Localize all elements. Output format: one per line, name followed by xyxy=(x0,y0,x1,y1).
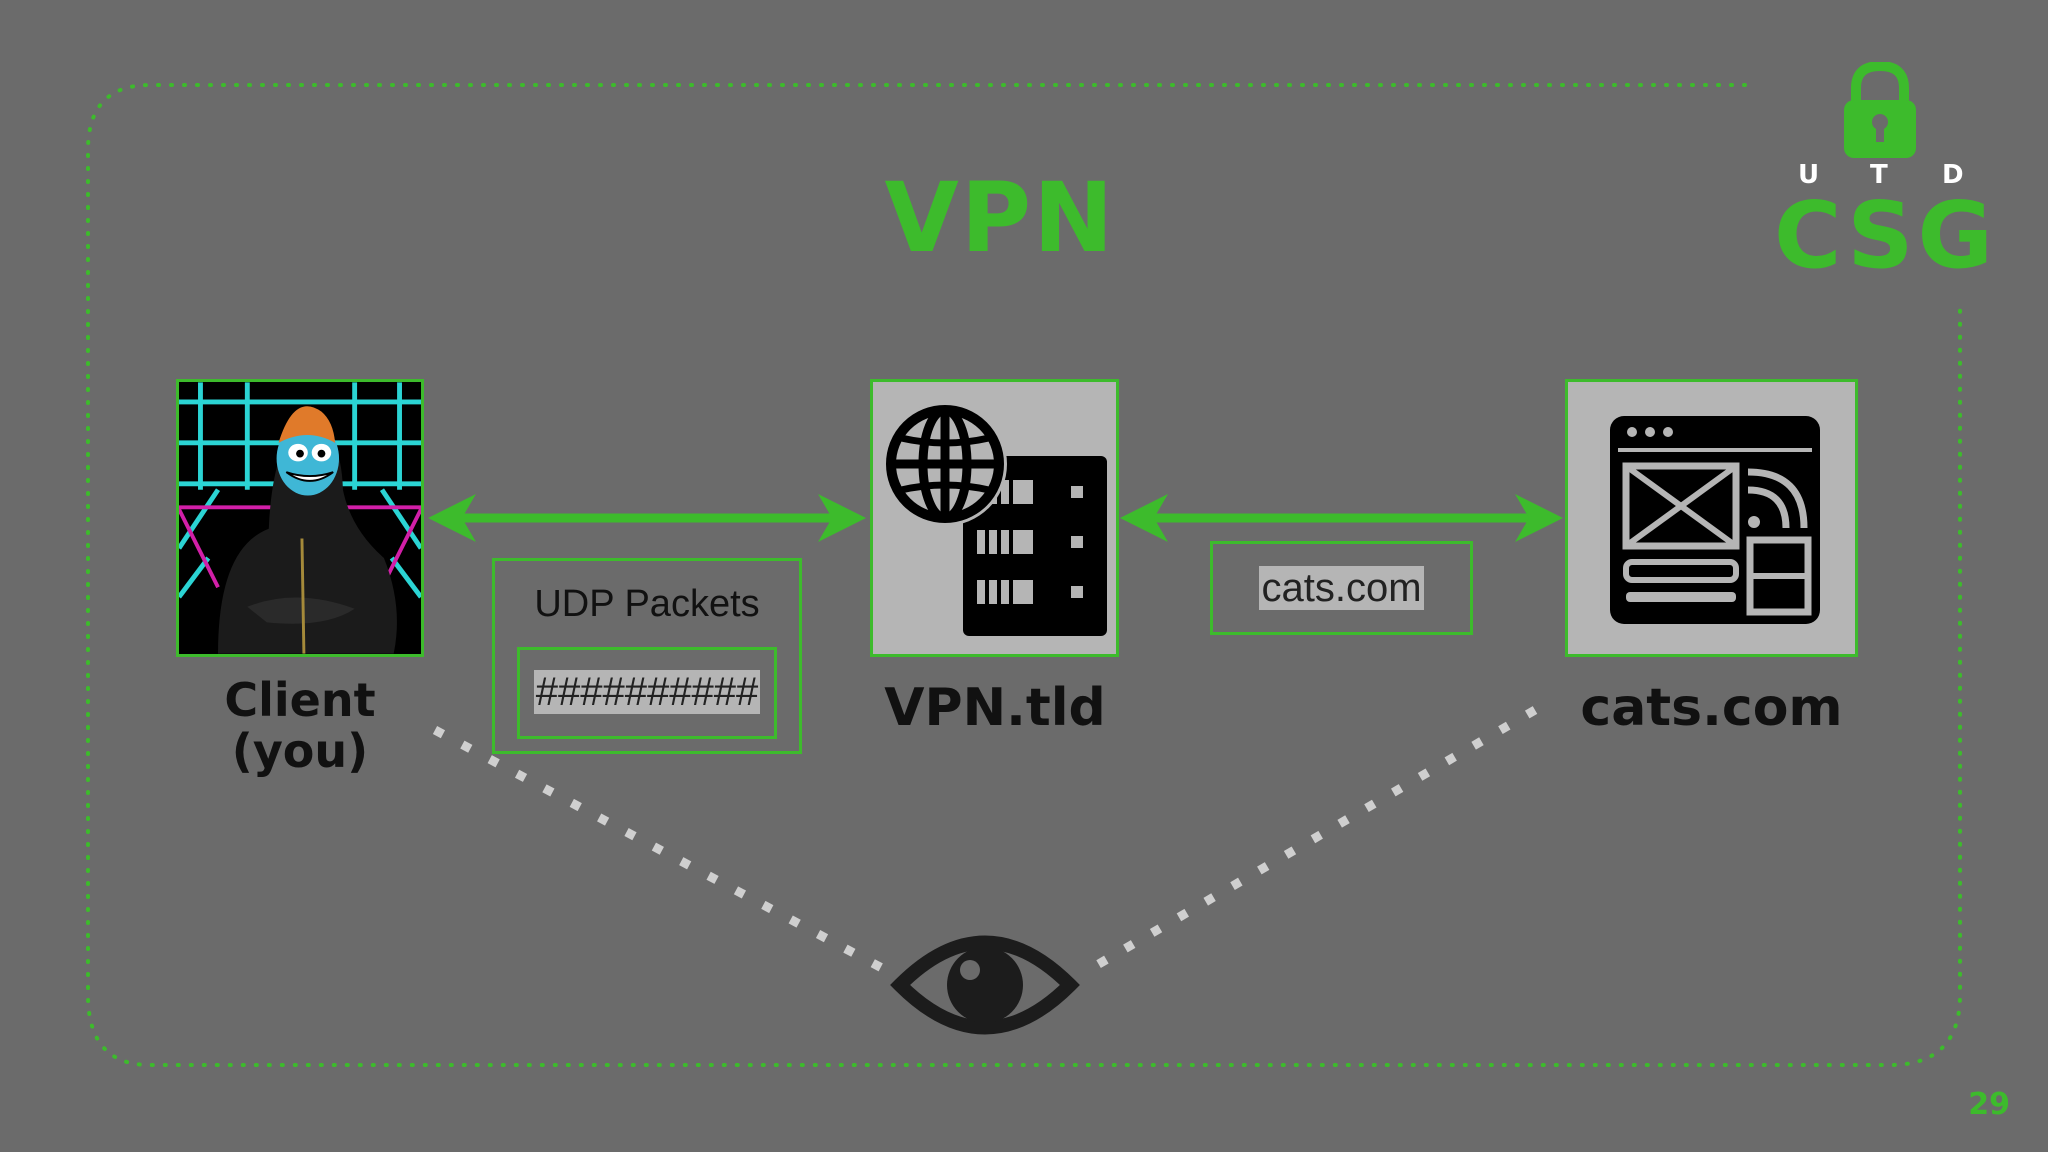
hooded-hacker-avatar xyxy=(176,379,424,657)
client-label-line1: Client xyxy=(224,673,376,727)
udp-packets-title: UDP Packets xyxy=(534,583,760,625)
observer-line-client xyxy=(432,726,898,979)
arrow-vpn-site xyxy=(1120,494,1563,542)
encrypted-payload-text: ########## xyxy=(520,670,774,715)
client-label-line2: (you) xyxy=(231,723,369,778)
logo-letter-t: T xyxy=(1870,160,1888,190)
client-label: Client (you) xyxy=(176,675,424,776)
plaintext-payload-text: cats.com xyxy=(1213,566,1470,611)
globe-server-icon xyxy=(883,402,1107,636)
plaintext-payload-box: cats.com xyxy=(1210,541,1473,635)
web-browser-icon xyxy=(1610,416,1820,624)
logo-letter-d: D xyxy=(1942,160,1964,190)
padlock-icon xyxy=(1844,62,1916,158)
page-number: 29 xyxy=(1968,1087,2010,1122)
slide-title: VPN xyxy=(884,162,1116,274)
udp-packets-box: UDP Packets ########## xyxy=(492,558,802,754)
client-node xyxy=(176,379,424,657)
utd-csg-logo: U T D CSG xyxy=(1770,62,2000,282)
site-label: cats.com xyxy=(1580,678,1843,738)
site-node xyxy=(1565,379,1858,657)
encrypted-payload-value: ########## xyxy=(533,670,761,714)
observer-line-site xyxy=(1082,706,1538,976)
logo-name: CSG xyxy=(1774,182,1997,289)
vpn-server-node xyxy=(870,379,1119,657)
plaintext-payload-value: cats.com xyxy=(1259,566,1424,610)
logo-letter-u: U xyxy=(1798,160,1820,190)
arrow-client-vpn xyxy=(428,494,866,542)
eye-icon xyxy=(890,935,1080,1035)
vpn-label: VPN.tld xyxy=(884,678,1106,738)
encrypted-payload-box: ########## xyxy=(517,647,777,739)
